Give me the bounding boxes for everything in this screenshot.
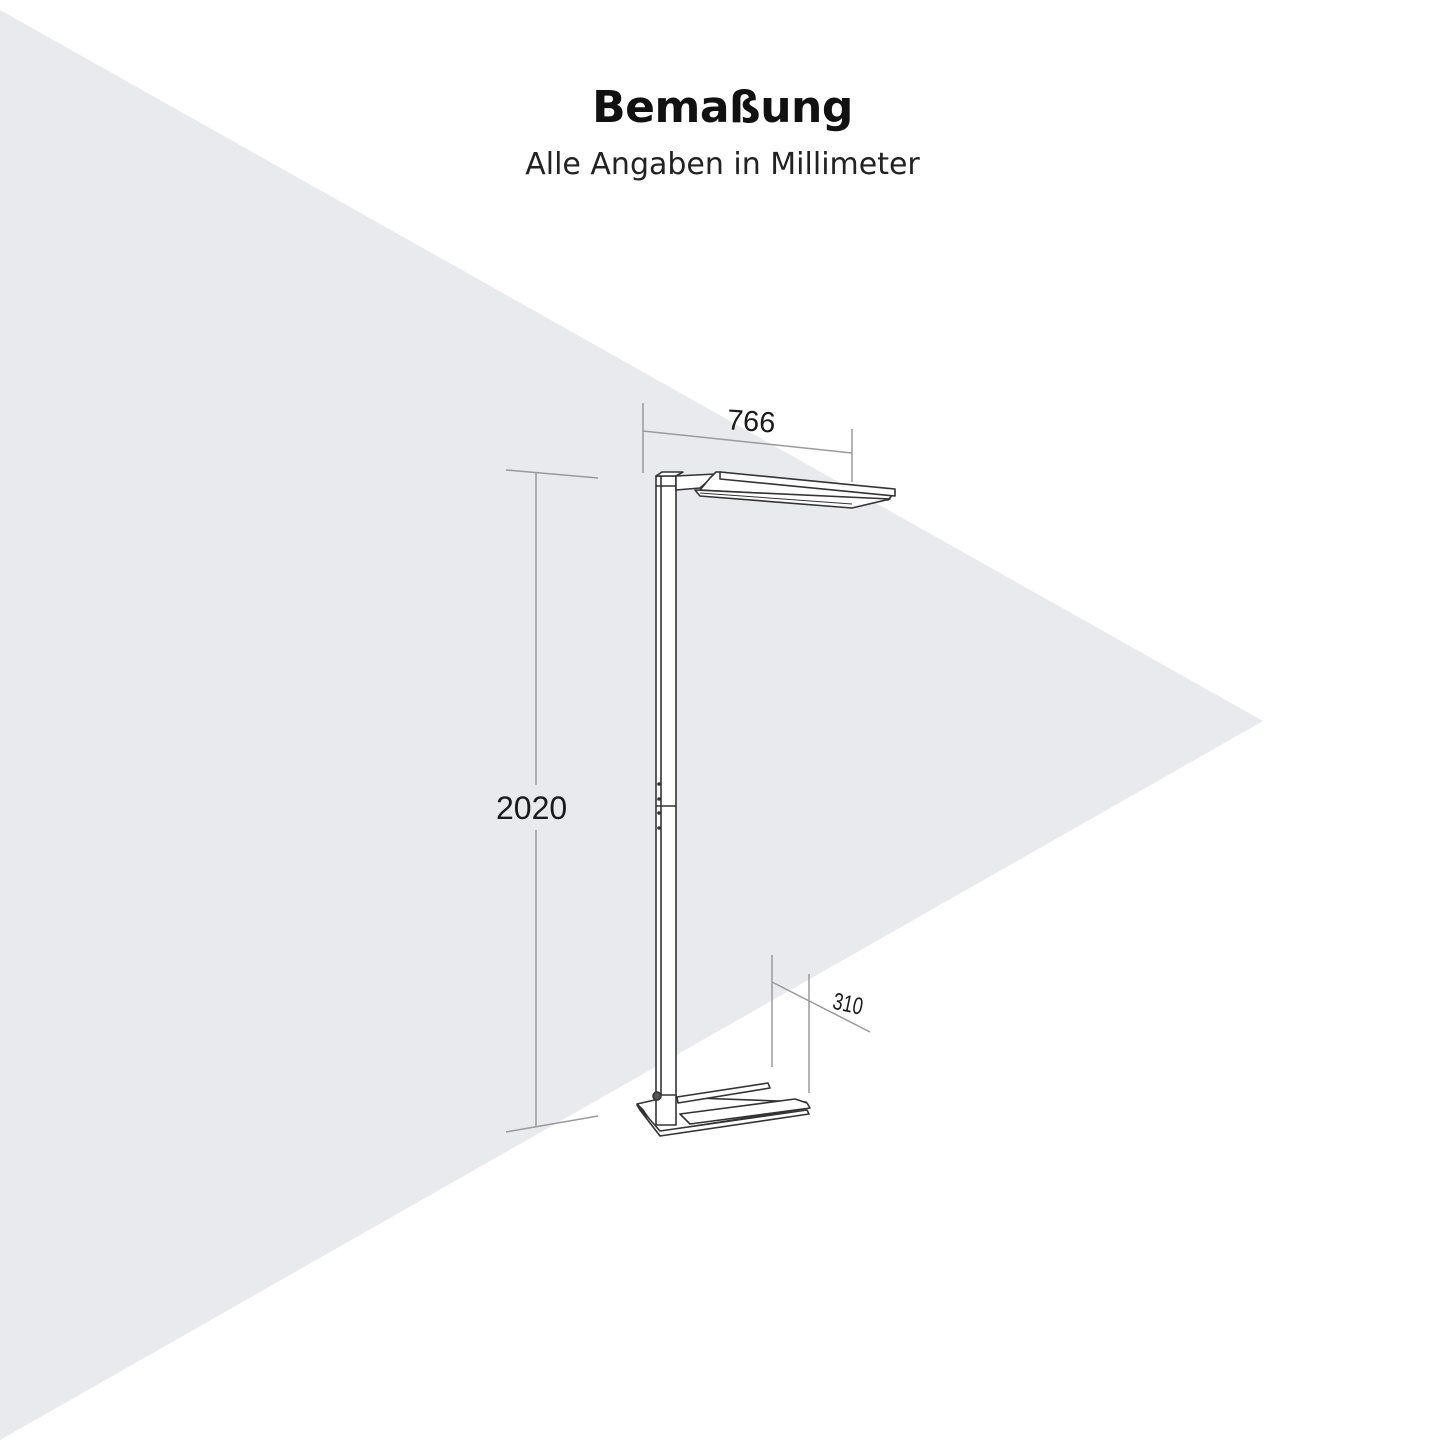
page-title: Bemaßung [592,82,853,133]
page-subtitle: Alle Angaben in Millimeter [525,147,920,182]
floor-lamp-drawing [636,471,896,1137]
depth-dimension-lines [771,955,871,1093]
light-cone-shape [0,10,1263,1440]
height-dimension-lines [505,469,599,1133]
width-dimension-label: 766 [725,404,777,440]
height-dimension-label: 2020 [496,790,568,826]
width-dimension-lines [642,403,853,482]
depth-dimension-label: 310 [830,988,866,1021]
